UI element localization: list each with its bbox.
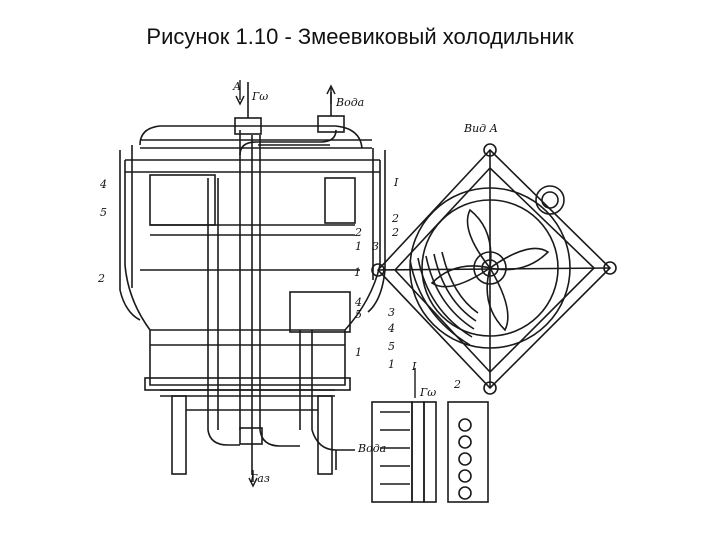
label-water-bottom: Вода	[357, 442, 386, 455]
label-2-mid: 2	[391, 212, 399, 225]
label-2-left: 2	[97, 272, 105, 285]
label-3-mid: 3	[372, 240, 379, 253]
label-water-top: Вода	[335, 96, 364, 109]
support-legs	[171, 395, 333, 475]
label-1-mid-b: 1	[354, 266, 361, 279]
label-gas-small: Гω	[419, 386, 436, 399]
flow-arrows	[235, 80, 416, 488]
label-4-view: 4	[387, 322, 395, 335]
label-1-view: 1	[388, 358, 395, 371]
bottom-pipes	[207, 427, 355, 475]
label-i-top: I	[393, 176, 399, 189]
label-2-view: 2	[391, 226, 399, 239]
label-5-view: 5	[388, 340, 395, 353]
label-i-bottom: I	[411, 360, 417, 373]
central-pipes	[207, 129, 337, 430]
label-gas-out: Газ	[249, 472, 270, 485]
labels: А Гω Вода Вид А I 4 5 2 2 2 1 1 3 4 5 1 …	[97, 80, 498, 485]
label-gas-in: Гω	[251, 90, 268, 103]
label-1-mid: 1	[355, 240, 362, 253]
label-5-left: 5	[100, 206, 107, 219]
label-4-left: 4	[99, 178, 107, 191]
detail-i	[371, 401, 489, 503]
view-a-drawing	[371, 143, 617, 395]
figure-title: Рисунок 1.10 - Змеевиковый холодильник	[146, 24, 574, 49]
label-5-mid: 5	[355, 308, 362, 321]
label-4-mid: 4	[354, 296, 362, 309]
label-a: А	[232, 80, 241, 93]
label-3-view: 3	[388, 306, 395, 319]
label-2-detail: 2	[453, 378, 461, 391]
label-view-a: Вид А	[463, 122, 498, 135]
coil-block-left	[149, 174, 356, 333]
label-1-low: 1	[355, 346, 362, 359]
label-2-mid-b: 2	[354, 226, 362, 239]
